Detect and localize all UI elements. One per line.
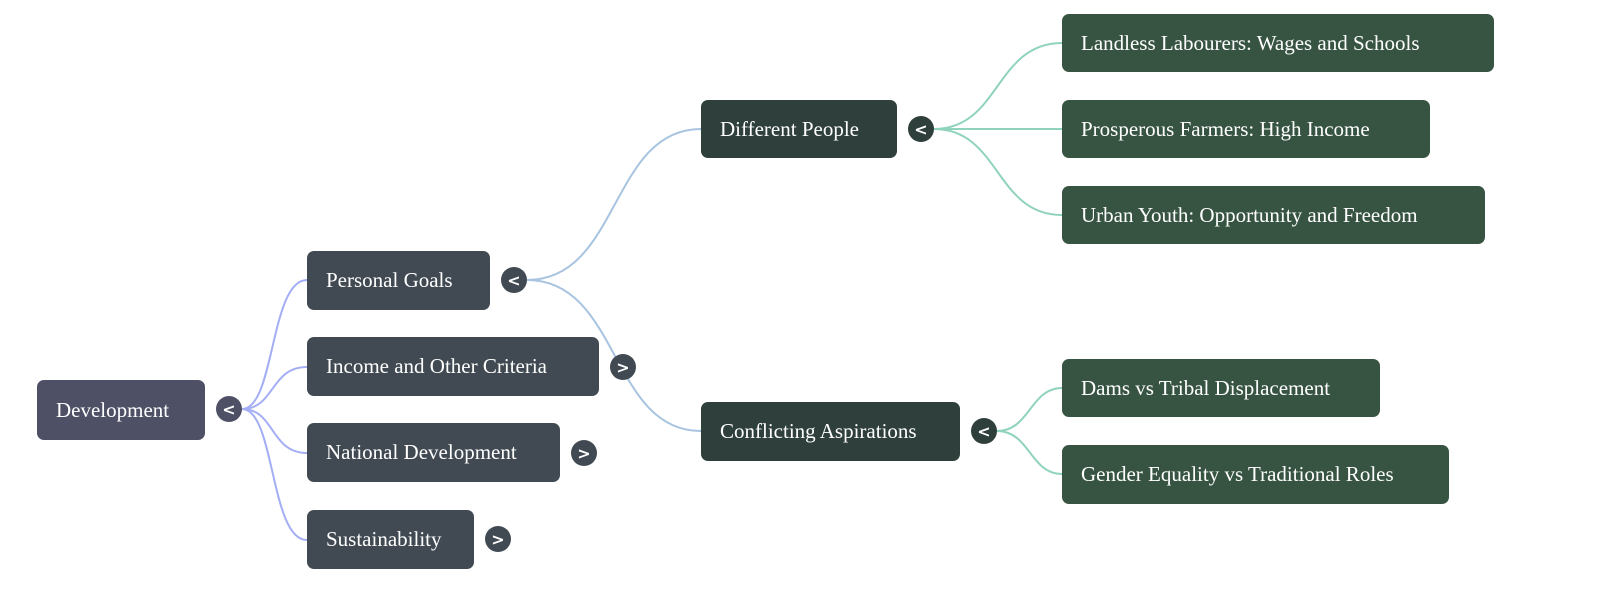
- edge-different-people-urban: [933, 128, 1063, 216]
- node-label: Urban Youth: Opportunity and Freedom: [1081, 202, 1418, 227]
- edge-conflicting-gender: [996, 430, 1063, 475]
- collapse-toggle-personal-goals[interactable]: <: [501, 267, 527, 293]
- node-sustainability[interactable]: Sustainability: [307, 510, 474, 569]
- node-label: Different People: [720, 116, 859, 141]
- node-landless-labourers[interactable]: Landless Labourers: Wages and Schools: [1062, 14, 1494, 72]
- node-label: Development: [56, 397, 170, 422]
- node-label: National Development: [326, 440, 517, 464]
- edge-conflicting-dams: [996, 387, 1063, 432]
- collapse-toggle-different-people[interactable]: <: [908, 116, 934, 142]
- node-urban-youth[interactable]: Urban Youth: Opportunity and Freedom: [1062, 186, 1485, 244]
- edge-development-personal-goals: [241, 279, 308, 410]
- node-label: Prosperous Farmers: High Income: [1081, 116, 1370, 141]
- node-label: Income and Other Criteria: [326, 354, 547, 378]
- node-income-and-other-criteria[interactable]: Income and Other Criteria: [307, 337, 599, 396]
- node-conflicting-aspirations[interactable]: Conflicting Aspirations: [701, 402, 960, 461]
- node-label: Conflicting Aspirations: [720, 419, 917, 443]
- node-label: Gender Equality vs Traditional Roles: [1081, 462, 1394, 486]
- node-different-people[interactable]: Different People: [701, 100, 897, 158]
- node-development[interactable]: Development: [37, 380, 205, 440]
- node-gender-equality[interactable]: Gender Equality vs Traditional Roles: [1062, 445, 1449, 504]
- edge-personal-goals-different-people: [526, 128, 702, 281]
- node-personal-goals[interactable]: Personal Goals: [307, 251, 490, 310]
- node-dams-vs-tribal-displacement[interactable]: Dams vs Tribal Displacement: [1062, 359, 1380, 417]
- expand-toggle-income[interactable]: >: [610, 354, 636, 380]
- collapse-toggle-development[interactable]: <: [216, 396, 242, 422]
- node-label: Personal Goals: [326, 268, 453, 292]
- edge-development-national: [241, 408, 308, 454]
- node-national-development[interactable]: National Development: [307, 423, 560, 482]
- collapse-toggle-conflicting-aspirations[interactable]: <: [971, 418, 997, 444]
- expand-toggle-sustainability[interactable]: >: [485, 526, 511, 552]
- node-label: Sustainability: [326, 527, 442, 551]
- expand-toggle-national-development[interactable]: >: [571, 440, 597, 466]
- edge-development-income: [241, 366, 308, 410]
- edge-development-sustainability: [241, 408, 308, 541]
- edge-different-people-landless: [933, 42, 1063, 130]
- node-prosperous-farmers[interactable]: Prosperous Farmers: High Income: [1062, 100, 1430, 158]
- node-label: Landless Labourers: Wages and Schools: [1081, 30, 1420, 55]
- node-label: Dams vs Tribal Displacement: [1081, 375, 1331, 400]
